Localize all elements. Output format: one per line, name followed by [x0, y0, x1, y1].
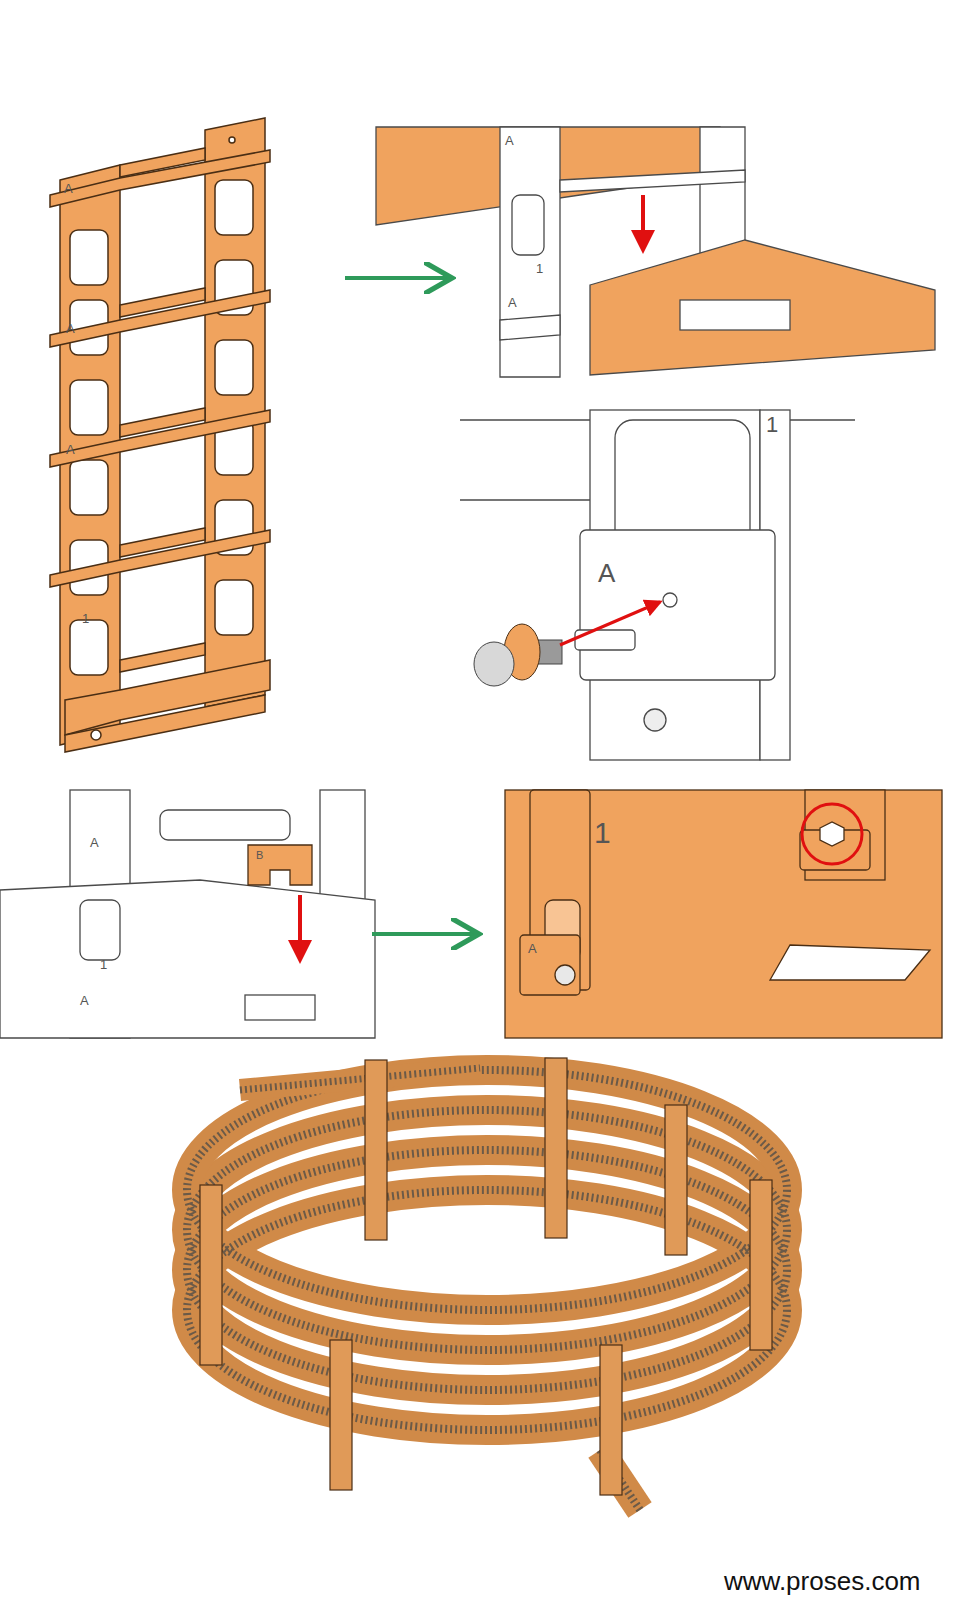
step-arrow: [372, 932, 475, 936]
tower: [50, 118, 270, 752]
part-letter: 1: [766, 414, 778, 436]
highlight-circle: [802, 804, 862, 864]
clip-b: [248, 845, 312, 885]
watermark: www.proses.com: [724, 1568, 921, 1594]
part-letter: A: [505, 134, 514, 147]
part-letter: A: [90, 836, 99, 849]
step-arrow: [345, 276, 448, 280]
shelf-step: [376, 127, 935, 377]
clip-result: [505, 790, 942, 1038]
insert-arrow: [560, 602, 660, 645]
clip-step: [0, 790, 375, 1038]
bolt-closeup: [460, 410, 855, 760]
part-letter: 1: [82, 612, 89, 625]
part-letter: A: [598, 560, 615, 586]
part-letter: A: [64, 182, 73, 195]
part-letter: 1: [536, 262, 543, 275]
part-letter: A: [66, 443, 75, 456]
part-letter: 1: [100, 958, 107, 971]
part-letter: A: [66, 322, 75, 335]
insert-arrow: [298, 895, 302, 960]
part-letter: A: [508, 296, 517, 309]
part-letter: B: [256, 850, 263, 861]
part-letter: A: [528, 942, 537, 955]
part-letter: A: [80, 994, 89, 1007]
part-letter: 1: [594, 818, 611, 848]
helix: [187, 1058, 787, 1510]
insert-arrow: [641, 195, 645, 250]
bolt: [474, 624, 562, 686]
